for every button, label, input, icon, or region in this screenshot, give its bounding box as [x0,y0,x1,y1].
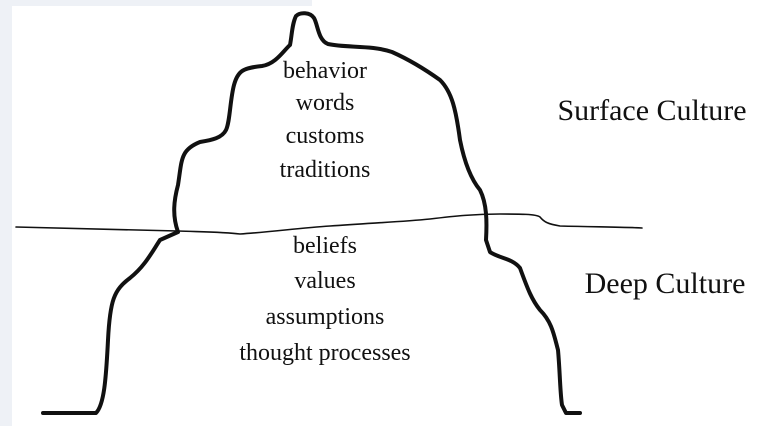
margin-strip-top [12,0,312,6]
deep-item: assumptions [266,304,385,330]
deep-item: values [294,268,355,294]
iceberg-outline [41,11,582,415]
surface-item: behavior [283,58,367,84]
surface-culture-label: Surface Culture [557,94,746,127]
deep-item: thought processes [239,340,410,366]
margin-strip [0,0,12,426]
surface-item: traditions [280,157,371,183]
surface-item: customs [286,123,365,149]
deep-culture-label: Deep Culture [585,267,746,300]
water-line [15,213,643,235]
deep-item: beliefs [293,233,357,259]
surface-item: words [296,90,355,116]
